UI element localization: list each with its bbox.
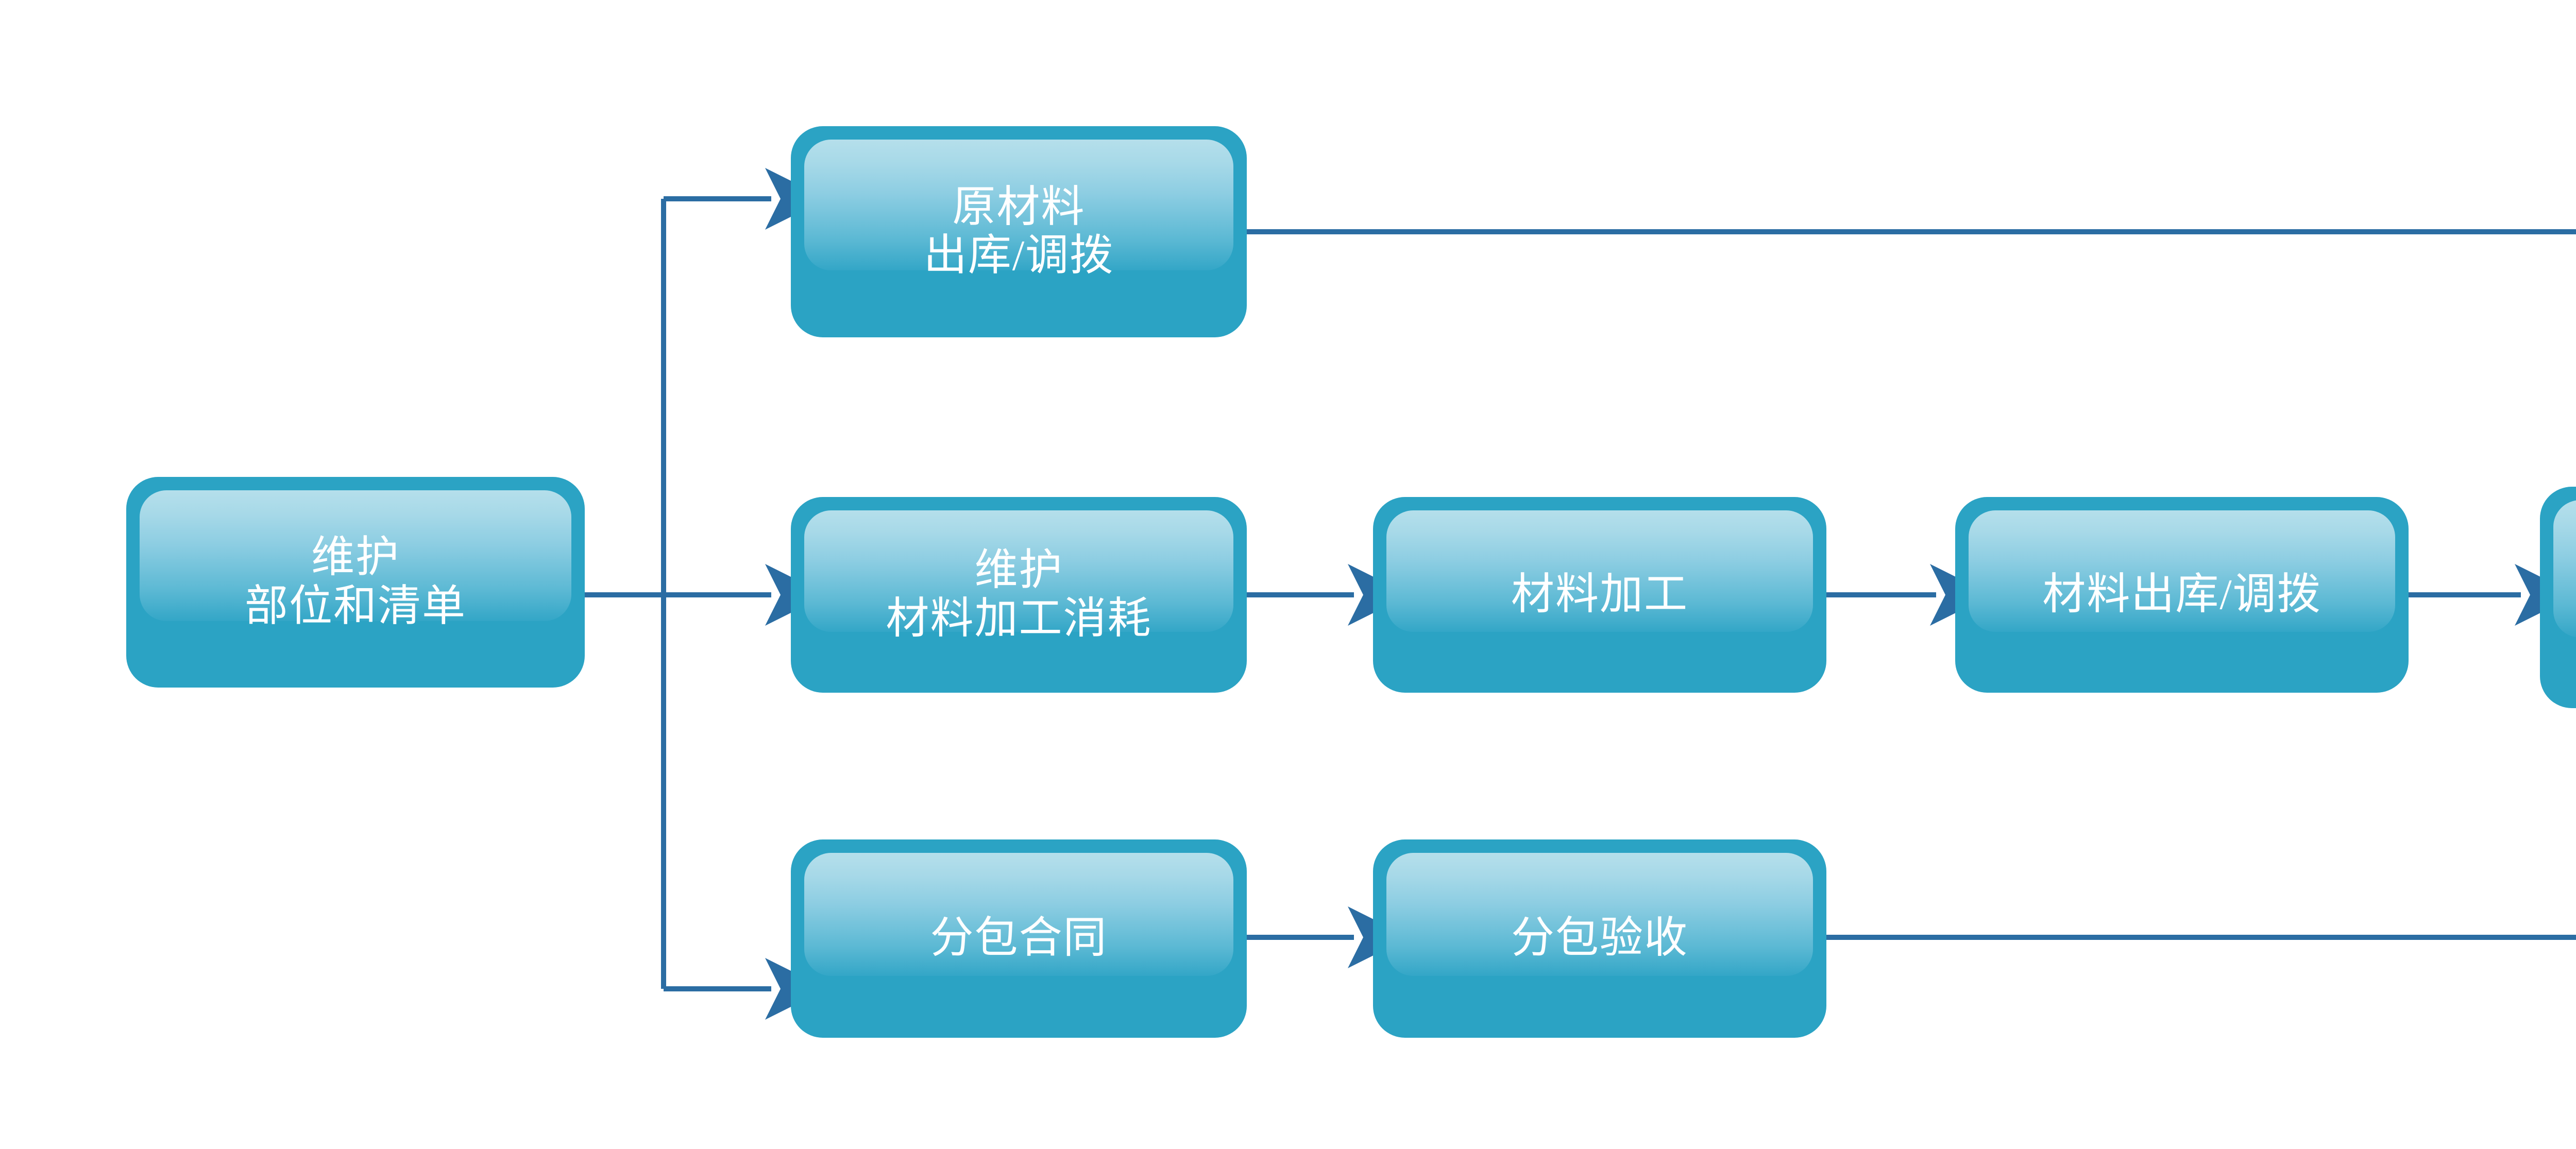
node-cailiao-chuku[interactable]: 材料出库/调拨 (1955, 497, 2409, 693)
node-label: 分包验收 (1511, 914, 1688, 963)
node-weihu-buwei[interactable]: 维护 部位和清单 (126, 477, 585, 688)
node-label: 原材料 出库/调拨 (923, 183, 1114, 280)
node-yuancailiao[interactable]: 原材料 出库/调拨 (791, 126, 1247, 337)
edge-yuancailiao-to-jindu (1247, 229, 2576, 234)
node-label: 维护 部位和清单 (244, 534, 466, 630)
edge-yanshou-to-jindu (1826, 935, 2576, 940)
node-label: 材料出库/调拨 (2042, 570, 2321, 619)
node-fenbao-yanshou[interactable]: 分包验收 (1373, 839, 1826, 1038)
node-label: 材料加工 (1511, 570, 1688, 619)
node-weihu-xiaohao[interactable]: 维护 材料加工消耗 (791, 497, 1247, 693)
node-fenbao-hetong[interactable]: 分包合同 (791, 839, 1247, 1038)
node-cailiao-jiagong[interactable]: 材料加工 (1373, 497, 1826, 693)
node-label: 维护 材料加工消耗 (886, 546, 1152, 643)
node-label: 分包合同 (930, 914, 1108, 963)
node-gongcheng-jindu[interactable]: 工程进度分析 (2540, 487, 2576, 708)
